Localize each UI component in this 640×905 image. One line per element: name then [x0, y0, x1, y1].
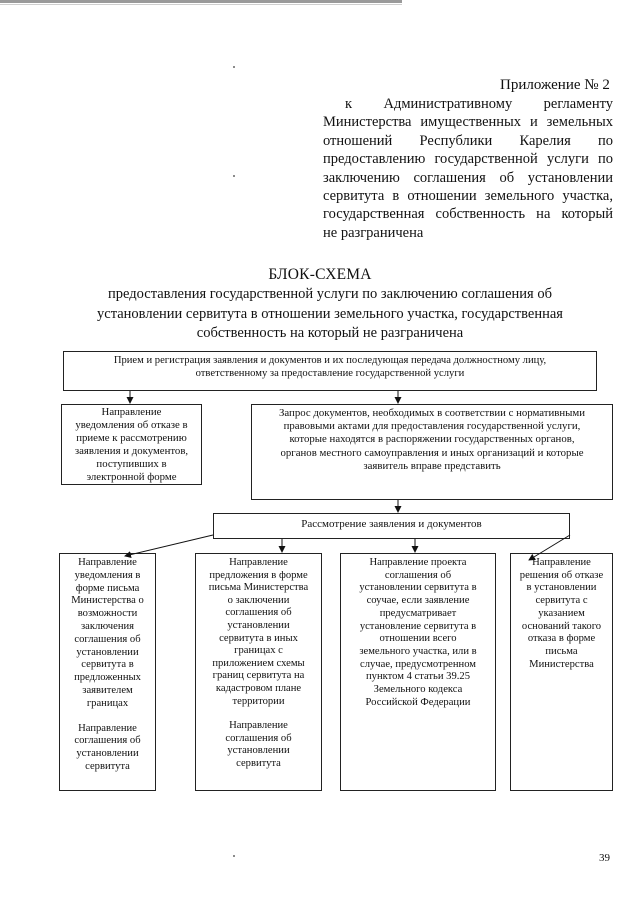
box-gap — [199, 708, 318, 720]
box-reception: Прием и регистрация заявления и документ… — [63, 351, 597, 391]
subtitle-line: собственность на который не разграничена — [196, 325, 464, 341]
box-review-text: Рассмотрение заявления и документов — [301, 518, 482, 530]
appendix-line: предоставлению государственной услуги по — [323, 151, 613, 168]
box-outcome-proposal: Направление предложения в форме письма М… — [195, 553, 322, 791]
appendix-line: отношений Республики Карелия по — [323, 132, 613, 149]
box-review: Рассмотрение заявления и документов — [213, 513, 570, 539]
top-scan-line — [0, 0, 402, 3]
box-reception-text: Прием и регистрация заявления и документ… — [113, 355, 547, 379]
box-outcome-proposal-agreement: Направление соглашения об установлении с… — [225, 720, 292, 769]
appendix-line: к Административному регламенту — [345, 96, 613, 112]
appendix-line: заключению соглашения об установлении — [323, 169, 613, 186]
box-refusal-notice-text: Направление уведомления об отказе в прие… — [74, 406, 189, 483]
box-outcome-proposal-text: Направление предложения в форме письма М… — [208, 557, 309, 707]
box-outcome-notification-text: Направление уведомления в форме письма М… — [71, 557, 144, 709]
appendix-line: не разграничена — [323, 224, 424, 241]
flowchart-title: БЛОК-СХЕМА — [268, 266, 372, 283]
box-refusal-notice: Направление уведомления об отказе в прие… — [61, 404, 202, 485]
box-outcome-notification-agreement: Направление соглашения об установлении с… — [74, 722, 141, 772]
page-number: 39 — [599, 852, 610, 864]
scan-speck — [233, 855, 235, 857]
flowchart-subtitle: предоставления государственной услуги по… — [90, 285, 570, 344]
appendix-line: государственная собственность на который — [323, 206, 613, 223]
box-outcome-refusal-text: Направление решения об отказе в установл… — [519, 557, 604, 670]
box-outcome-draft-text: Направление проекта соглашения об устано… — [359, 557, 477, 708]
box-outcome-notification: Направление уведомления в форме письма М… — [59, 553, 156, 791]
box-documents-request-text: Запрос документов, необходимых в соответ… — [278, 407, 585, 472]
subtitle-line: установлении сервитута в отношении земел… — [97, 305, 563, 322]
scan-speck — [233, 66, 235, 68]
box-documents-request: Запрос документов, необходимых в соответ… — [251, 404, 613, 500]
appendix-line: Министерства имущественных и земельных — [323, 114, 613, 131]
box-outcome-refusal: Направление решения об отказе в установл… — [510, 553, 613, 791]
appendix-line: сервитута в отношении земельного участка… — [323, 188, 613, 205]
box-outcome-draft: Направление проекта соглашения об устано… — [340, 553, 496, 791]
appendix-text: к Административному регламенту Министерс… — [323, 95, 613, 242]
box-gap — [63, 711, 152, 723]
subtitle-line: предоставления государственной услуги по… — [108, 286, 552, 302]
top-scan-line-faint — [0, 4, 402, 5]
appendix-title: Приложение № 2 — [500, 77, 610, 93]
scan-speck — [233, 175, 235, 177]
